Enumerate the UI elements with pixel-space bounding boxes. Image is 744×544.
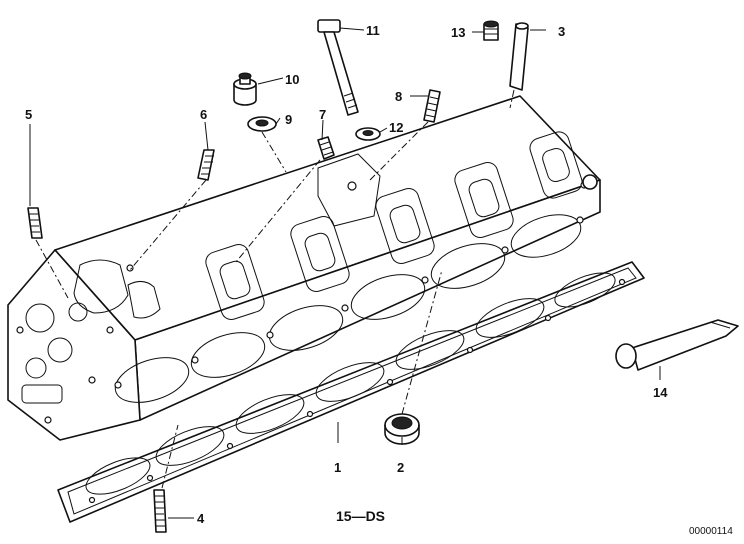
callout-labels: 1 2 3 4 5 6 7 8 9 10 11 12 13 14 (25, 23, 668, 526)
callout-12: 12 (389, 120, 403, 135)
reference-number: 00000114 (689, 526, 733, 537)
stud-front (27, 207, 43, 239)
callout-13: 13 (451, 25, 465, 40)
leader-lines (29, 27, 661, 519)
stud-bottom (153, 489, 167, 533)
gasket-bolt-holes (88, 278, 626, 504)
callout-11: 11 (366, 23, 380, 38)
washer-9 (247, 116, 277, 132)
callout-7: 7 (319, 107, 326, 122)
callout-14: 14 (653, 385, 668, 400)
callout-5: 5 (25, 107, 32, 122)
stud-7 (317, 136, 335, 160)
cylinder-head-bolt (317, 19, 359, 116)
head-bolt-holes (114, 181, 588, 389)
callout-4: 4 (197, 511, 205, 526)
cylinder-head-gasket (57, 261, 645, 523)
gasket-bore-openings (85, 272, 616, 495)
footnote-label: 15—DS (336, 508, 385, 524)
sealant-tube (615, 319, 739, 371)
intake-port-flanges (205, 131, 583, 320)
callout-9: 9 (285, 112, 292, 127)
callout-3: 3 (558, 24, 565, 39)
assembly-centerlines (35, 89, 515, 489)
stud-6 (197, 149, 215, 181)
cylinder-head (7, 95, 601, 441)
dowel-sleeve (509, 22, 529, 91)
callout-10: 10 (285, 72, 299, 87)
combustion-chambers (114, 214, 582, 403)
screw-plug (233, 72, 257, 106)
callout-2: 2 (397, 460, 404, 475)
threaded-plug (483, 20, 499, 41)
washer-12 (355, 127, 381, 141)
callout-8: 8 (395, 89, 402, 104)
stud-8 (423, 89, 441, 123)
callout-6: 6 (200, 107, 207, 122)
callout-1: 1 (334, 460, 341, 475)
